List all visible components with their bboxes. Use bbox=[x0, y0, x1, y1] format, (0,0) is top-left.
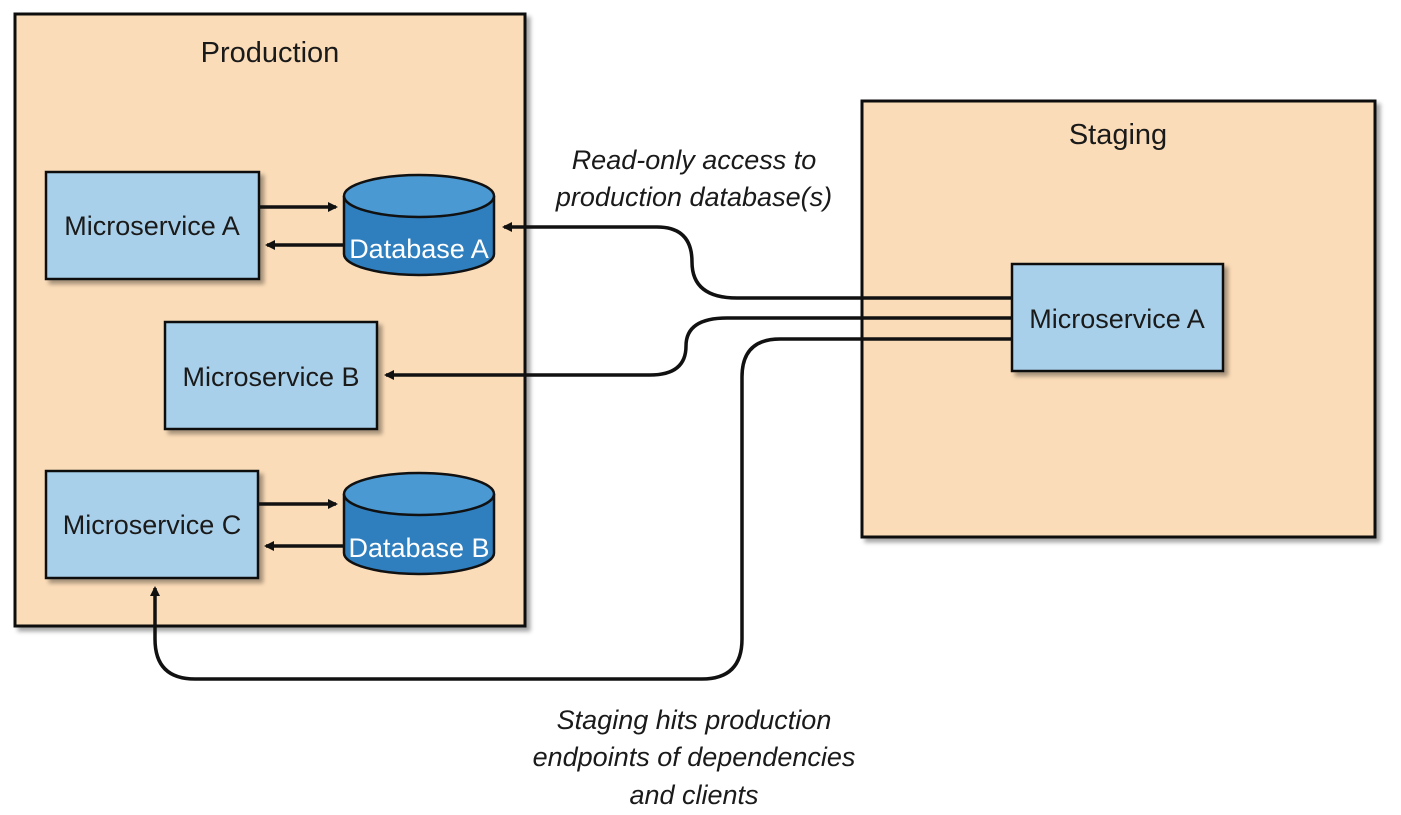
database-b-label: Database B bbox=[348, 533, 489, 563]
staging-microservice-a-label: Microservice A bbox=[1029, 304, 1205, 334]
database-a-icon: Database A bbox=[342, 173, 496, 277]
connector-staging-to-database-a bbox=[502, 222, 1012, 300]
staging-hits-annotation-line-2: endpoints of dependencies bbox=[533, 742, 856, 772]
production-microservice-c: Microservice C bbox=[44, 469, 260, 580]
production-microservice-b: Microservice B bbox=[163, 320, 379, 431]
production-title: Production bbox=[201, 37, 340, 69]
database-a-label: Database A bbox=[349, 234, 489, 264]
staging-hits-annotation-line-3: and clients bbox=[629, 780, 758, 810]
read-only-annotation-line-1: Read-only access to bbox=[572, 145, 817, 175]
production-microservice-b-label: Microservice B bbox=[182, 362, 359, 392]
production-microservice-a: Microservice A bbox=[44, 170, 261, 281]
staging-title: Staging bbox=[1069, 119, 1167, 151]
staging-hits-annotation-line-1: Staging hits production bbox=[557, 705, 832, 735]
read-only-annotation: Read-only access to production database(… bbox=[555, 145, 832, 212]
staging-microservice-a: Microservice A bbox=[1010, 262, 1225, 373]
production-microservice-c-label: Microservice C bbox=[63, 510, 242, 540]
database-b-icon: Database B bbox=[342, 471, 496, 576]
production-microservice-a-label: Microservice A bbox=[64, 211, 240, 241]
read-only-annotation-line-2: production database(s) bbox=[555, 182, 832, 212]
staging-hits-annotation: Staging hits production endpoints of dep… bbox=[533, 705, 856, 810]
connector-staging-to-microservice-c bbox=[150, 337, 1012, 681]
connector-staging-to-microservice-b bbox=[384, 316, 1012, 380]
